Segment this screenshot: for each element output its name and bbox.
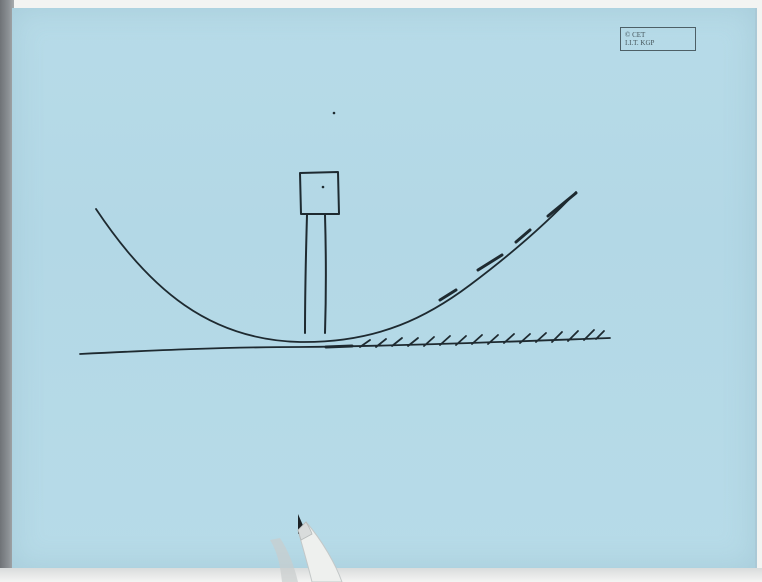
hatch-mark [583,329,595,341]
hatch-mark [535,332,547,343]
hatch-mark [375,338,387,348]
hatch-mark [423,336,435,347]
ground-ink-segment [324,344,354,349]
curve-ink-segment-3 [514,228,532,244]
logo-line-1: © CET [625,31,646,39]
hatch-mark [567,330,579,342]
hatch-mark [487,334,499,345]
curve [95,191,577,343]
rod-left-line [304,214,308,334]
table-surface [0,568,762,582]
curve-ink-segment-2 [476,253,504,272]
hatch-mark [471,334,483,345]
pen [270,514,343,582]
ground-line [79,337,611,355]
hatch-mark [551,331,563,343]
curve-ink-segment-1 [438,288,458,302]
hatch-mark [519,333,531,344]
hatch-mark [503,333,515,344]
logo-line-2: I.I.T. KGP [625,39,655,47]
hatch-mark [455,335,467,346]
ground-hatching [359,329,605,348]
hatch-mark [391,337,403,347]
hatch-mark [439,335,451,346]
logo-stamp: © CET I.I.T. KGP [620,27,696,51]
rod-right-line [324,214,327,334]
hatch-mark [407,337,419,347]
block-center-dot [321,185,325,189]
ink-dot [332,111,336,115]
curve-ink-segment-4 [546,191,578,218]
hatch-mark [359,339,371,348]
block-square [299,171,340,215]
pen-cone [297,521,313,541]
background-edge [0,0,14,582]
hatch-mark [595,330,605,340]
hand-shadow [270,538,298,582]
